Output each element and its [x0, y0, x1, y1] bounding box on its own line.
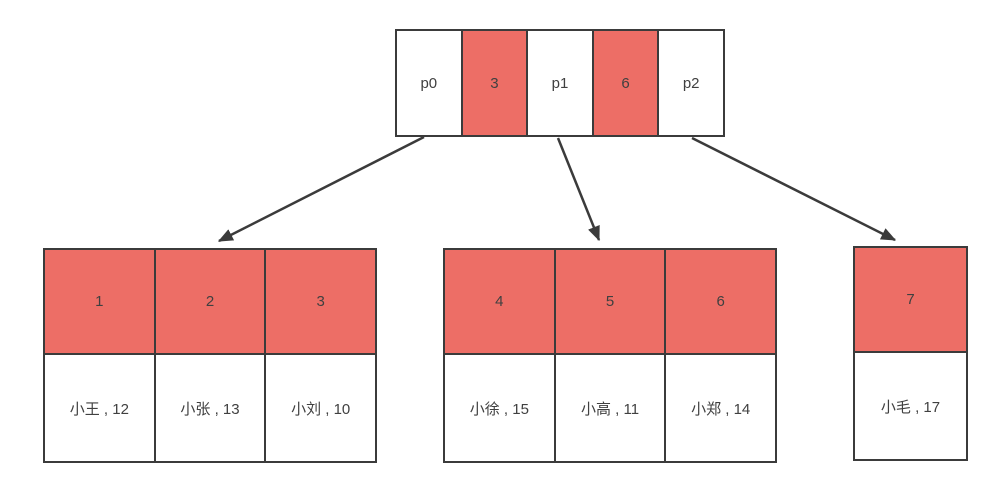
- root-pointer-cell-p0: p0: [397, 31, 461, 135]
- leaf-entry: 5 小高 , 11: [553, 250, 665, 461]
- leaf-value-label: 小毛 , 17: [880, 398, 941, 416]
- leaf-value-cell: 小刘 , 10: [266, 355, 376, 461]
- leaf-key-cell: 7: [855, 248, 966, 353]
- leaf-entry: 2 小张 , 13: [153, 250, 265, 461]
- root-node: p0 3 p1 6 p2: [395, 29, 725, 137]
- leaf-value-cell: 小郑 , 14: [666, 355, 776, 461]
- arrow-root-to-left-leaf: [217, 135, 425, 243]
- leaf-entry: 3 小刘 , 10: [264, 250, 376, 461]
- leaf-node-2: 4 小徐 , 15 5 小高 , 11 6 小郑 , 14: [443, 248, 777, 463]
- root-pointer-label: p1: [551, 74, 569, 92]
- leaf-key-cell: 4: [445, 250, 554, 355]
- root-key-cell-6: 6: [591, 31, 658, 135]
- root-key-label: 3: [490, 74, 499, 92]
- leaf-value-cell: 小高 , 11: [555, 355, 665, 461]
- leaf-entry: 4 小徐 , 15: [445, 250, 554, 461]
- leaf-key-label: 6: [716, 293, 725, 310]
- leaf-key-cell: 5: [555, 250, 665, 355]
- arrow-root-to-right-leaf: [691, 136, 897, 242]
- root-pointer-cell-p2: p2: [657, 31, 723, 135]
- leaf-key-label: 2: [205, 293, 215, 310]
- leaf-node-1: 1 小王 , 12 2 小张 , 13 3 小刘 , 10: [43, 248, 377, 463]
- arrow-root-to-middle-leaf: [556, 137, 601, 242]
- leaf-value-label: 小郑 , 14: [691, 400, 751, 418]
- leaf-value-label: 小王 , 12: [69, 400, 129, 418]
- leaf-value-label: 小徐 , 15: [469, 400, 529, 418]
- leaf-entry: 6 小郑 , 14: [664, 250, 776, 461]
- leaf-key-label: 3: [316, 293, 325, 310]
- root-key-cell-3: 3: [460, 31, 527, 135]
- leaf-value-cell: 小徐 , 15: [445, 355, 554, 461]
- leaf-value-label: 小刘 , 10: [291, 400, 351, 418]
- root-pointer-label: p0: [420, 74, 438, 92]
- leaf-value-cell: 小张 , 13: [155, 355, 265, 461]
- leaf-value-label: 小高 , 11: [580, 400, 640, 418]
- leaf-key-cell: 3: [266, 250, 376, 355]
- leaf-key-cell: 1: [45, 250, 154, 355]
- leaf-key-label: 1: [95, 293, 104, 310]
- leaf-key-cell: 6: [666, 250, 776, 355]
- leaf-entry: 7 小毛 , 17: [855, 248, 966, 459]
- leaf-key-cell: 2: [155, 250, 265, 355]
- leaf-value-cell: 小王 , 12: [45, 355, 154, 461]
- root-pointer-label: p2: [682, 74, 700, 92]
- leaf-value-label: 小张 , 13: [180, 400, 240, 418]
- root-pointer-cell-p1: p1: [526, 31, 592, 135]
- leaf-value-cell: 小毛 , 17: [855, 353, 966, 459]
- root-key-label: 6: [621, 74, 630, 92]
- leaf-key-label: 7: [906, 291, 915, 308]
- leaf-key-label: 4: [495, 293, 504, 310]
- leaf-key-label: 5: [605, 293, 615, 310]
- leaf-node-3: 7 小毛 , 17: [853, 246, 968, 461]
- leaf-entry: 1 小王 , 12: [45, 250, 154, 461]
